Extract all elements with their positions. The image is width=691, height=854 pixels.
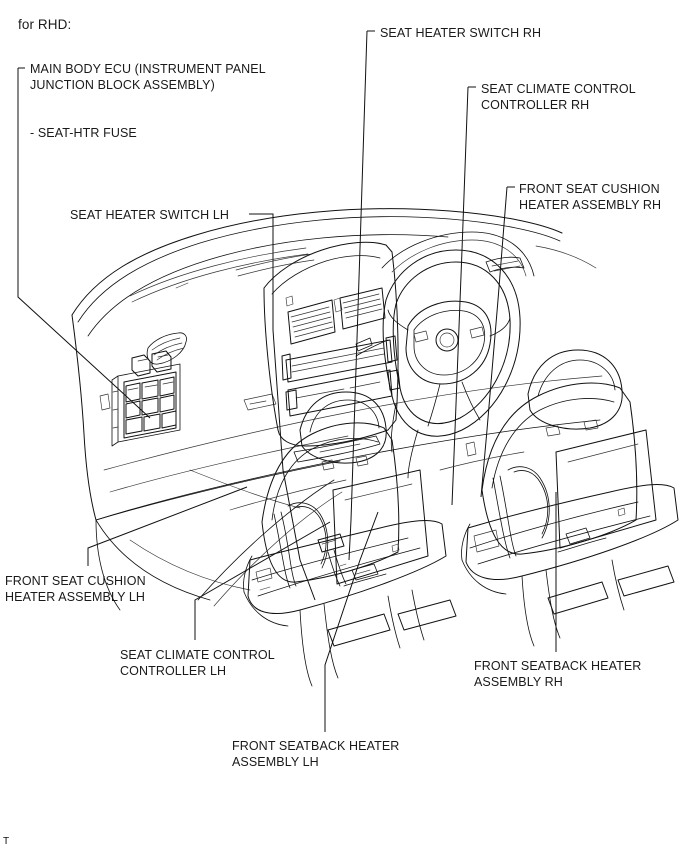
- seat-climate-controller-lh: [317, 533, 345, 553]
- footer-mark: T: [3, 836, 10, 847]
- center-console-stack: [263, 241, 401, 463]
- callout-seat-heater-switch-lh: SEAT HEATER SWITCH LH: [70, 208, 230, 222]
- front-seat-lh: [243, 391, 457, 687]
- callout-front-seatback-heater-lh-line2: ASSEMBLY LH: [232, 755, 319, 769]
- leader-ecu: [17, 68, 151, 419]
- callout-front-seat-cushion-heater-lh-line1: FRONT SEAT CUSHION: [5, 574, 146, 588]
- callout-seat-climate-control-rh-line2: CONTROLLER RH: [481, 98, 590, 112]
- callout-front-seatback-heater-rh-line2: ASSEMBLY RH: [474, 675, 563, 689]
- cushion-heater-pad-rh: [555, 429, 657, 549]
- leader-seatback-lh: [324, 511, 379, 732]
- callout-front-seat-cushion-heater-rh-line1: FRONT SEAT CUSHION: [519, 182, 660, 196]
- leader-switch-rh: [348, 30, 368, 561]
- steering-wheel: [355, 231, 597, 479]
- floor-and-tunnel: [95, 469, 343, 611]
- callout-seat-climate-control-lh-line1: SEAT CLIMATE CONTROL: [120, 648, 275, 662]
- callout-seat-htr-fuse: - SEAT-HTR FUSE: [30, 126, 137, 140]
- callout-seat-climate-control-rh-line1: SEAT CLIMATE CONTROL: [481, 82, 636, 96]
- page-heading: for RHD:: [18, 17, 72, 32]
- callout-seat-climate-control-lh-line2: CONTROLLER LH: [120, 664, 227, 678]
- cushion-heater-pad-lh: [332, 469, 429, 585]
- callout-main-body-ecu-line1: MAIN BODY ECU (INSTRUMENT PANEL: [30, 62, 266, 76]
- leader-sccc-lh: [194, 521, 331, 640]
- callout-seat-heater-switch-rh: SEAT HEATER SWITCH RH: [380, 26, 542, 40]
- callout-main-body-ecu-line2: JUNCTION BLOCK ASSEMBLY): [30, 78, 215, 92]
- front-seat-rh: [461, 349, 679, 647]
- callout-front-seat-cushion-heater-lh-line2: HEATER ASSEMBLY LH: [5, 590, 146, 604]
- callout-front-seatback-heater-lh-line1: FRONT SEATBACK HEATER: [232, 739, 400, 753]
- leader-cushion-lh: [87, 486, 248, 566]
- leader-switch-lh: [257, 213, 316, 601]
- leader-cushion-rh: [480, 186, 508, 498]
- instrument-panel-junction-block: [111, 350, 181, 447]
- background-detail: [229, 451, 525, 511]
- callout-front-seat-cushion-heater-rh-line2: HEATER ASSEMBLY RH: [519, 198, 662, 212]
- callout-front-seatback-heater-rh-line1: FRONT SEATBACK HEATER: [474, 659, 642, 673]
